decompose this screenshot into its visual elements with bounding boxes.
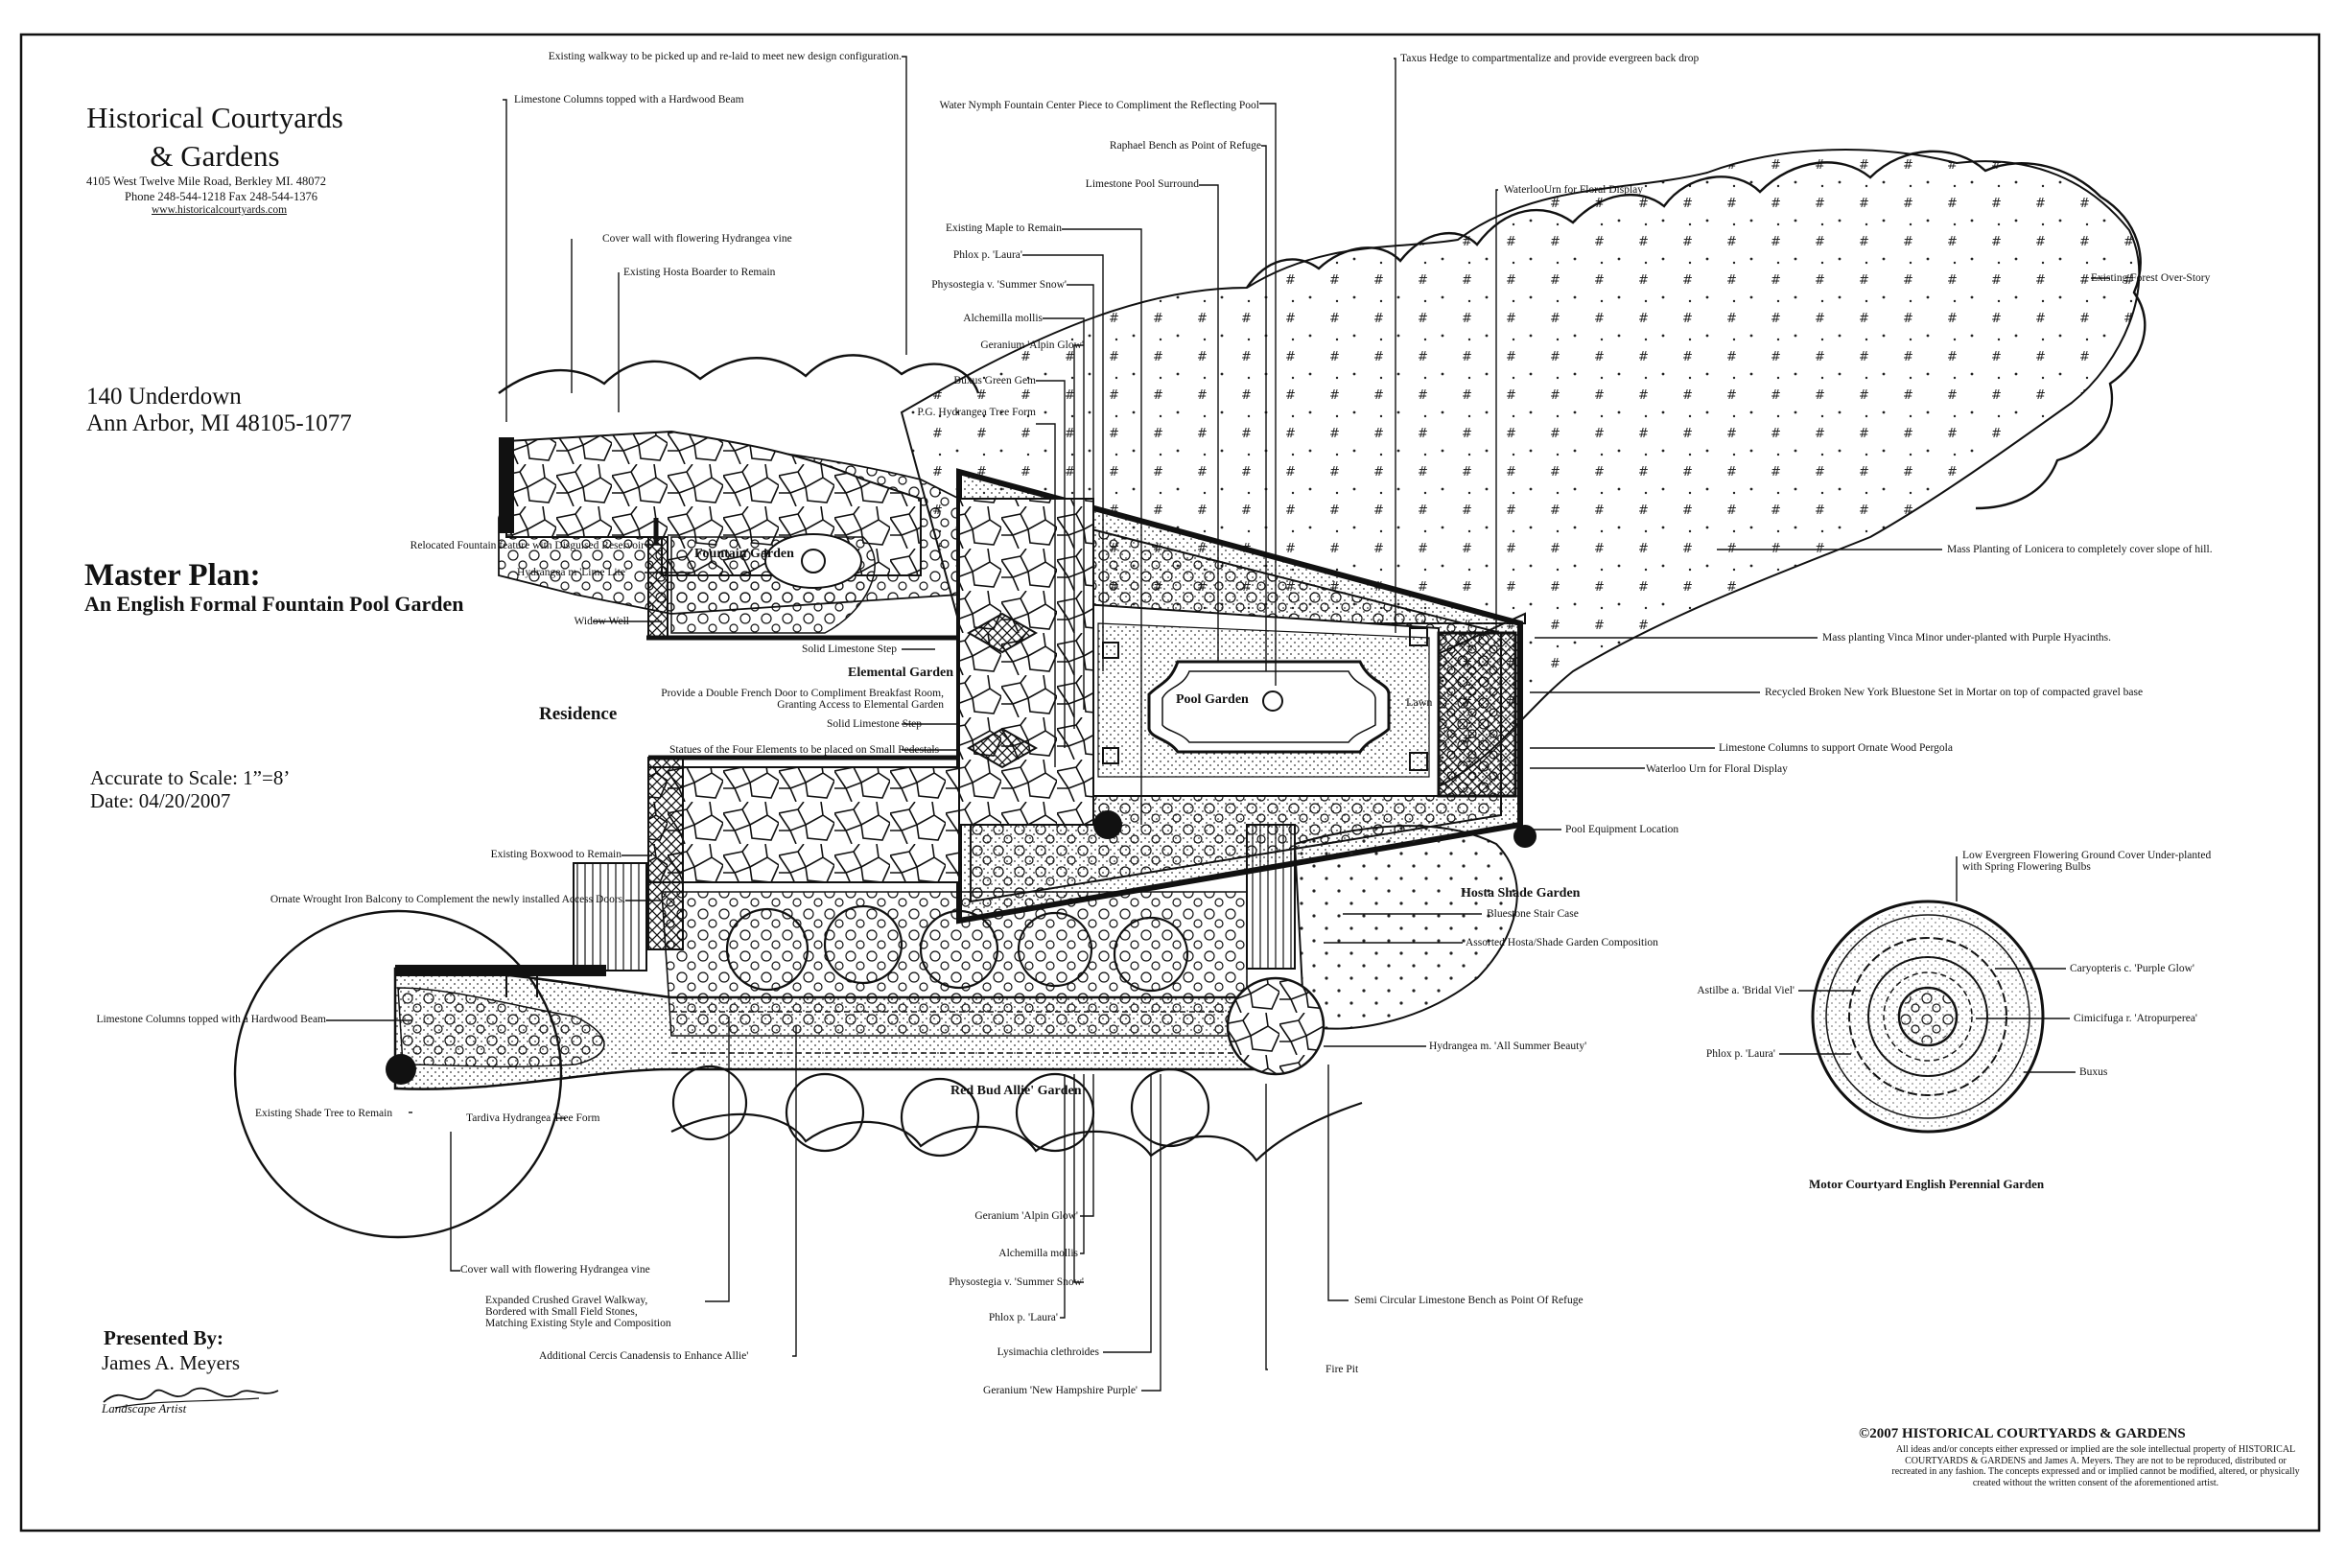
label-fountain-garden: Fountain Garden bbox=[694, 547, 794, 561]
callout-gravel-walkway-2: Bordered with Small Field Stones, bbox=[485, 1306, 638, 1318]
label-hosta-shade-garden: Hosta Shade Garden bbox=[1461, 886, 1581, 901]
callout-french-door-2: Granting Access to Elemental Garden bbox=[777, 699, 944, 711]
firm-phone: Phone 248-544-1218 Fax 248-544-1376 bbox=[125, 190, 318, 203]
callout-buxus-green-gem: Buxus Green Gem bbox=[953, 375, 1036, 386]
label-pool-garden: Pool Garden bbox=[1176, 692, 1249, 707]
callout-alchemilla-top: Alchemilla mollis bbox=[963, 313, 1043, 324]
callout-existing-shade-tree: Existing Shade Tree to Remain bbox=[255, 1108, 393, 1119]
callout-water-nymph-fountain: Water Nymph Fountain Center Piece to Com… bbox=[939, 100, 1259, 111]
callout-fire-pit: Fire Pit bbox=[1325, 1364, 1359, 1375]
callout-cimicifuga: Cimicifuga r. 'Atropurperea' bbox=[2074, 1013, 2198, 1024]
presenter-name: James A. Meyers bbox=[102, 1351, 241, 1374]
callout-gravel-walkway-3: Matching Existing Style and Composition bbox=[485, 1318, 671, 1329]
callout-widow-well: Widow Well bbox=[574, 616, 630, 627]
callout-geranium-alpin-bottom: Geranium 'Alpin Glow' bbox=[974, 1210, 1078, 1222]
callout-limestone-columns-bottom: Limestone Columns topped with a Hardwood… bbox=[96, 1014, 326, 1025]
callout-existing-boxwood: Existing Boxwood to Remain bbox=[490, 849, 622, 860]
callout-hydrangea-lime-lite: Hydrangea m 'Lime Lite' bbox=[517, 567, 627, 578]
callout-bluestone-stair: Bluestone Stair Case bbox=[1487, 908, 1579, 920]
firm-address: 4105 West Twelve Mile Road, Berkley MI. … bbox=[86, 175, 327, 188]
callout-limestone-columns-top: Limestone Columns topped with a Hardwood… bbox=[514, 94, 744, 105]
callout-pool-equipment: Pool Equipment Location bbox=[1565, 824, 1679, 835]
callout-lysimachia: Lysimachia clethroides bbox=[997, 1346, 1099, 1358]
label-motor-courtyard-garden: Motor Courtyard English Perennial Garden bbox=[1809, 1177, 2045, 1191]
plan-title: Master Plan: bbox=[84, 558, 261, 593]
callout-phlox-laura-bottom: Phlox p. 'Laura' bbox=[988, 1312, 1058, 1323]
label-residence: Residence bbox=[539, 704, 618, 724]
presenter-heading: Presented By: bbox=[104, 1326, 224, 1349]
callout-waterloo-urn-bottom: Waterloo Urn for Floral Display bbox=[1646, 763, 1788, 775]
site-city: Ann Arbor, MI 48105-1077 bbox=[86, 410, 352, 436]
callout-hydrangea-all-summer: Hydrangea m. 'All Summer Beauty' bbox=[1429, 1041, 1587, 1052]
presenter-role: Landscape Artist bbox=[102, 1401, 187, 1416]
label-elemental-garden: Elemental Garden bbox=[848, 666, 954, 680]
callout-forest-over-story: Existing Forest Over-Story bbox=[2091, 272, 2211, 284]
callout-caryopteris: Caryopteris c. 'Purple Glow' bbox=[2070, 963, 2194, 974]
callout-geranium-new-hampshire: Geranium 'New Hampshire Purple' bbox=[983, 1385, 1138, 1396]
callout-semi-circular-bench: Semi Circular Limestone Bench as Point O… bbox=[1354, 1295, 1584, 1306]
callout-bluestone-mortar: Recycled Broken New York Bluestone Set i… bbox=[1765, 687, 2144, 698]
copyright-body: All ideas and/or concepts either express… bbox=[1891, 1444, 2300, 1488]
firm-website-link[interactable]: www.historicalcourtyards.com bbox=[152, 204, 288, 216]
callout-phlox-laura-motor: Phlox p. 'Laura' bbox=[1705, 1048, 1775, 1060]
callout-gravel-walkway-1: Expanded Crushed Gravel Walkway, bbox=[485, 1295, 648, 1306]
callout-physostegia-top: Physostegia v. 'Summer Snow' bbox=[931, 279, 1067, 291]
copyright-title: ©2007 HISTORICAL COURTYARDS & GARDENS bbox=[1859, 1426, 2186, 1441]
callout-pg-hydrangea: P.G. Hydrangea Tree Form bbox=[917, 407, 1036, 418]
callout-alchemilla-bottom: Alchemilla mollis bbox=[998, 1248, 1078, 1259]
callout-geranium-alpin-top: Geranium 'Alpin Glow' bbox=[980, 339, 1084, 351]
firm-name-line2: & Gardens bbox=[150, 139, 280, 173]
callout-lonicera: Mass Planting of Lonicera to completely … bbox=[1947, 544, 2213, 555]
callout-tardiva-hydrangea: Tardiva Hydrangea Tree Form bbox=[466, 1112, 600, 1124]
plan-subtitle: An English Formal Fountain Pool Garden bbox=[84, 592, 464, 616]
label-lawn: Lawn bbox=[1406, 695, 1433, 709]
firm-name-line1: Historical Courtyards bbox=[86, 101, 343, 134]
callout-hosta-border: Existing Hosta Boarder to Remain bbox=[623, 267, 776, 278]
callout-limestone-pool-surround: Limestone Pool Surround bbox=[1085, 178, 1199, 190]
callout-buxus: Buxus bbox=[2079, 1066, 2108, 1078]
callout-ground-cover-2: with Spring Flowering Bulbs bbox=[1962, 861, 2091, 873]
callout-taxus-hedge: Taxus Hedge to compartmentalize and prov… bbox=[1400, 53, 1700, 64]
callout-wrought-iron-balcony: Ornate Wrought Iron Balcony to Complemen… bbox=[270, 894, 625, 905]
callout-cover-wall-top: Cover wall with flowering Hydrangea vine bbox=[602, 233, 792, 245]
callout-cover-wall-bottom: Cover wall with flowering Hydrangea vine bbox=[460, 1264, 650, 1275]
callout-astilbe: Astilbe a. 'Bridal Viel' bbox=[1697, 985, 1795, 996]
callout-phlox-laura-top: Phlox p. 'Laura' bbox=[952, 249, 1022, 261]
callout-cercis: Additional Cercis Canadensis to Enhance … bbox=[539, 1350, 749, 1362]
plan-date: Date: 04/20/2007 bbox=[90, 789, 231, 812]
callout-ground-cover-1: Low Evergreen Flowering Ground Cover Und… bbox=[1962, 850, 2212, 861]
callout-hosta-composition: Assorted Hosta/Shade Garden Composition bbox=[1466, 937, 1658, 948]
callout-solid-limestone-step-1: Solid Limestone Step bbox=[802, 644, 898, 655]
callout-pergola-columns: Limestone Columns to support Ornate Wood… bbox=[1719, 742, 1953, 754]
callout-french-door-1: Provide a Double French Door to Complime… bbox=[661, 688, 944, 699]
callout-vinca-minor: Mass planting Vinca Minor under-planted … bbox=[1822, 632, 2112, 644]
plan-scale: Accurate to Scale: 1”=8’ bbox=[90, 766, 291, 789]
callout-existing-maple: Existing Maple to Remain bbox=[945, 222, 1062, 234]
label-redbud-garden: Red Bud Allie' Garden bbox=[950, 1084, 1082, 1098]
callout-four-elements: Statues of the Four Elements to be place… bbox=[669, 744, 940, 756]
site-street: 140 Underdown bbox=[86, 384, 242, 410]
callout-physostegia-bottom: Physostegia v. 'Summer Snow' bbox=[949, 1276, 1084, 1288]
callout-relocated-fountain: Relocated Fountain feature with Disguise… bbox=[410, 540, 645, 551]
signature-icon bbox=[103, 1387, 279, 1409]
callout-raphael-bench: Raphael Bench as Point of Refuge bbox=[1109, 140, 1261, 152]
callout-waterloo-urn-top: WaterlooUrn for Floral Display bbox=[1504, 184, 1644, 196]
callout-solid-limestone-step-2: Solid Limestone Step bbox=[827, 718, 923, 730]
callout-walkway: Existing walkway to be picked up and re-… bbox=[548, 51, 902, 62]
